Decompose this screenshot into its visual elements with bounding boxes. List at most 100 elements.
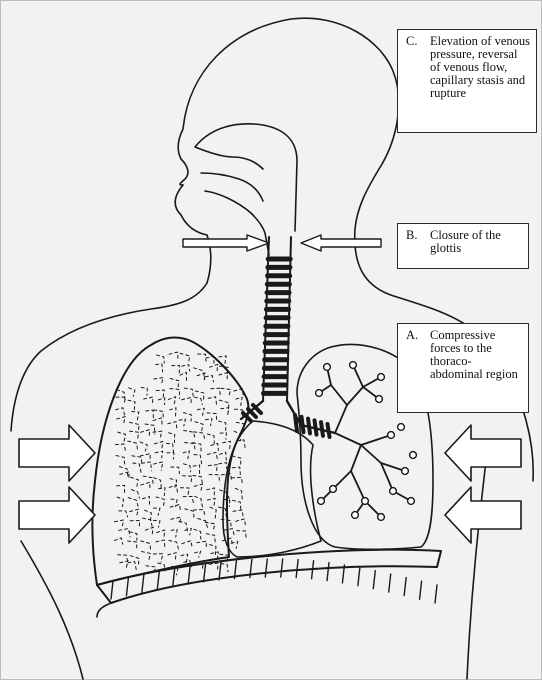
- lung-texture-mark: [221, 408, 229, 416]
- lung-texture-mark: [119, 511, 128, 517]
- lung-texture-mark: [117, 485, 125, 494]
- bronchus-ring: [295, 415, 297, 431]
- lung-texture-mark: [209, 364, 217, 371]
- lung-texture-mark: [232, 477, 243, 484]
- diaphragm-segment: [358, 568, 360, 586]
- bronchus-ring: [253, 405, 261, 413]
- bronchus-ring: [321, 422, 323, 436]
- lung-texture-mark: [169, 541, 179, 551]
- nasal-oral-cavity: [195, 124, 297, 255]
- glottis-arrows: [183, 235, 381, 251]
- lung-texture-mark: [168, 397, 175, 405]
- glottis-arrow-right: [301, 235, 381, 251]
- lung-texture-mark: [183, 451, 189, 459]
- alveoli-cluster: [330, 486, 337, 493]
- lung-texture-mark: [179, 521, 187, 531]
- lung-texture-mark: [207, 498, 215, 505]
- lung-texture-mark: [156, 390, 164, 399]
- diaphragm-segment: [281, 559, 283, 577]
- lung-texture-mark: [142, 552, 151, 561]
- lung-texture-mark: [231, 542, 237, 549]
- lung-texture-mark: [128, 541, 137, 550]
- alveoli-cluster: [378, 514, 385, 521]
- lung-texture-mark: [198, 354, 206, 361]
- lung-texture-mark: [224, 529, 235, 536]
- lung-texture-mark: [117, 497, 123, 506]
- bronchiole: [361, 445, 381, 463]
- lung-texture-mark: [193, 443, 201, 453]
- lung-texture-mark: [182, 541, 192, 548]
- alveoli-cluster: [350, 362, 357, 369]
- lung-texture-mark: [170, 479, 177, 488]
- lung-texture-mark: [143, 497, 150, 505]
- lung-texture-mark: [235, 488, 242, 498]
- lung-texture-mark: [194, 529, 201, 539]
- lung-texture-mark: [207, 434, 214, 444]
- lung-texture-mark: [114, 538, 122, 544]
- lung-texture-mark: [233, 500, 241, 511]
- lung-texture-mark: [170, 378, 179, 389]
- diaphragm-segment: [420, 581, 422, 599]
- lung-texture-mark: [193, 465, 199, 474]
- lung-texture-mark: [144, 397, 153, 404]
- lung-texture-mark: [180, 353, 190, 363]
- diaphragm-segment: [404, 578, 406, 596]
- lung-texture-mark: [128, 441, 138, 449]
- lung-texture-mark: [141, 482, 150, 489]
- lung-texture-mark: [118, 432, 126, 442]
- lung-texture-mark: [141, 541, 151, 550]
- alveoli-cluster: [316, 390, 323, 397]
- lung-texture-mark: [219, 452, 226, 460]
- lung-texture-mark: [171, 517, 181, 524]
- label-c-venous-pressure: C. Elevation of venous pressure, reversa…: [397, 29, 537, 133]
- diaphragm-segment: [312, 561, 314, 579]
- lung-texture-mark: [205, 419, 212, 426]
- lung-texture-mark: [208, 465, 217, 471]
- diaphragm-segment: [296, 560, 298, 578]
- lung-texture-mark: [185, 443, 195, 450]
- lung-texture-mark: [232, 456, 241, 466]
- lung-texture-mark: [130, 509, 139, 517]
- lung-texture-mark: [170, 408, 176, 417]
- lung-texture-mark: [207, 452, 217, 460]
- lung-texture-mark: [131, 490, 139, 499]
- lung-texture-mark: [159, 488, 165, 496]
- lung-texture-mark: [167, 443, 174, 451]
- bronchus-ring: [315, 420, 317, 434]
- diaphragm-segment: [389, 574, 391, 592]
- diaphragm-segment: [157, 571, 159, 589]
- lung-texture-mark: [220, 433, 226, 439]
- lung-texture-mark: [232, 467, 240, 476]
- label-b-glottis-closure: B. Closure of the glottis: [397, 223, 529, 269]
- lung-texture-mark: [116, 456, 124, 465]
- lung-texture-mark: [130, 521, 140, 527]
- alveoli-cluster: [410, 452, 417, 459]
- alveoli-cluster: [324, 364, 331, 371]
- lung-texture-mark: [153, 418, 162, 425]
- bronchus-ring: [243, 413, 251, 421]
- lung-texture-mark: [129, 532, 136, 540]
- lung-texture-mark: [219, 373, 227, 379]
- lung-texture-mark: [180, 372, 186, 380]
- bronchiole: [351, 471, 365, 501]
- lung-texture-mark: [206, 534, 215, 544]
- lung-texture-mark: [219, 400, 229, 412]
- lung-texture-mark: [171, 467, 180, 473]
- lung-texture-mark: [157, 530, 165, 537]
- diaphragm: [97, 550, 441, 617]
- lung-texture-mark: [141, 388, 147, 396]
- lung-texture-mark: [195, 496, 203, 507]
- lung-texture-mark: [185, 509, 194, 520]
- label-a-letter: A.: [406, 329, 430, 381]
- alveoli-cluster: [376, 396, 383, 403]
- alveoli-cluster: [390, 488, 397, 495]
- lung-texture-mark: [210, 507, 216, 518]
- lung-texture-mark: [197, 408, 204, 415]
- right-lung: [92, 338, 248, 585]
- lung-texture-mark: [208, 397, 216, 404]
- lung-texture-mark: [207, 488, 215, 496]
- lung-texture-mark: [143, 518, 153, 528]
- lung-texture-mark: [183, 497, 194, 506]
- left-arm-line: [21, 541, 83, 679]
- alveoli-cluster: [408, 498, 415, 505]
